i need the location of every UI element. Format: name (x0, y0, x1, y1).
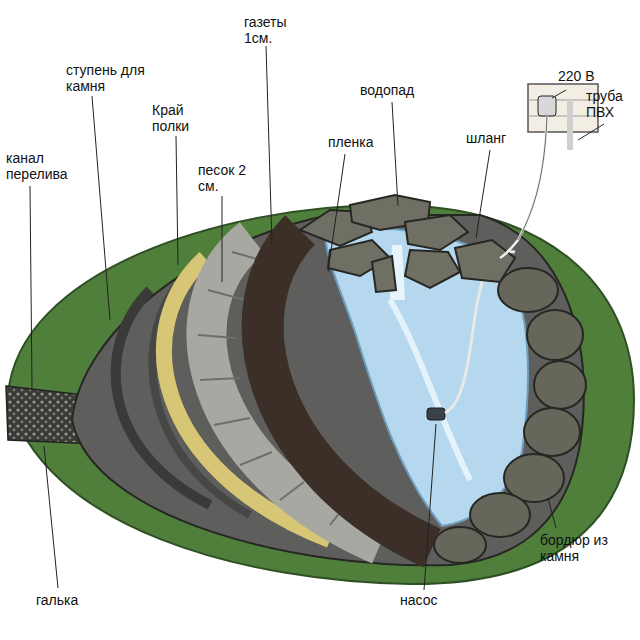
border-rocks (434, 268, 586, 563)
cable-outline (518, 116, 547, 240)
part-label: песок 2 см. (198, 162, 256, 194)
part-label: Край полки (152, 102, 204, 134)
pvc-pipe (567, 100, 573, 150)
water-shine (390, 300, 470, 480)
part-label: шланг (466, 130, 536, 146)
socket (538, 96, 556, 116)
part-label: бордюр из камня (540, 532, 636, 564)
cable (500, 116, 547, 258)
part-label: 220 В (558, 68, 628, 84)
leader-lines (30, 46, 604, 590)
part-label: канал перелива (6, 150, 78, 182)
part-label: газеты 1см. (244, 14, 304, 46)
water (325, 228, 528, 526)
part-label: насос (400, 592, 470, 608)
pump (427, 408, 445, 420)
trench (72, 215, 584, 565)
part-label: водопад (360, 82, 440, 98)
lawn (8, 205, 634, 584)
part-label: ступень для камня (66, 62, 162, 94)
part-label: труба ПВХ (586, 88, 636, 120)
part-label: пленка (328, 134, 408, 150)
part-label: галька (36, 592, 106, 608)
